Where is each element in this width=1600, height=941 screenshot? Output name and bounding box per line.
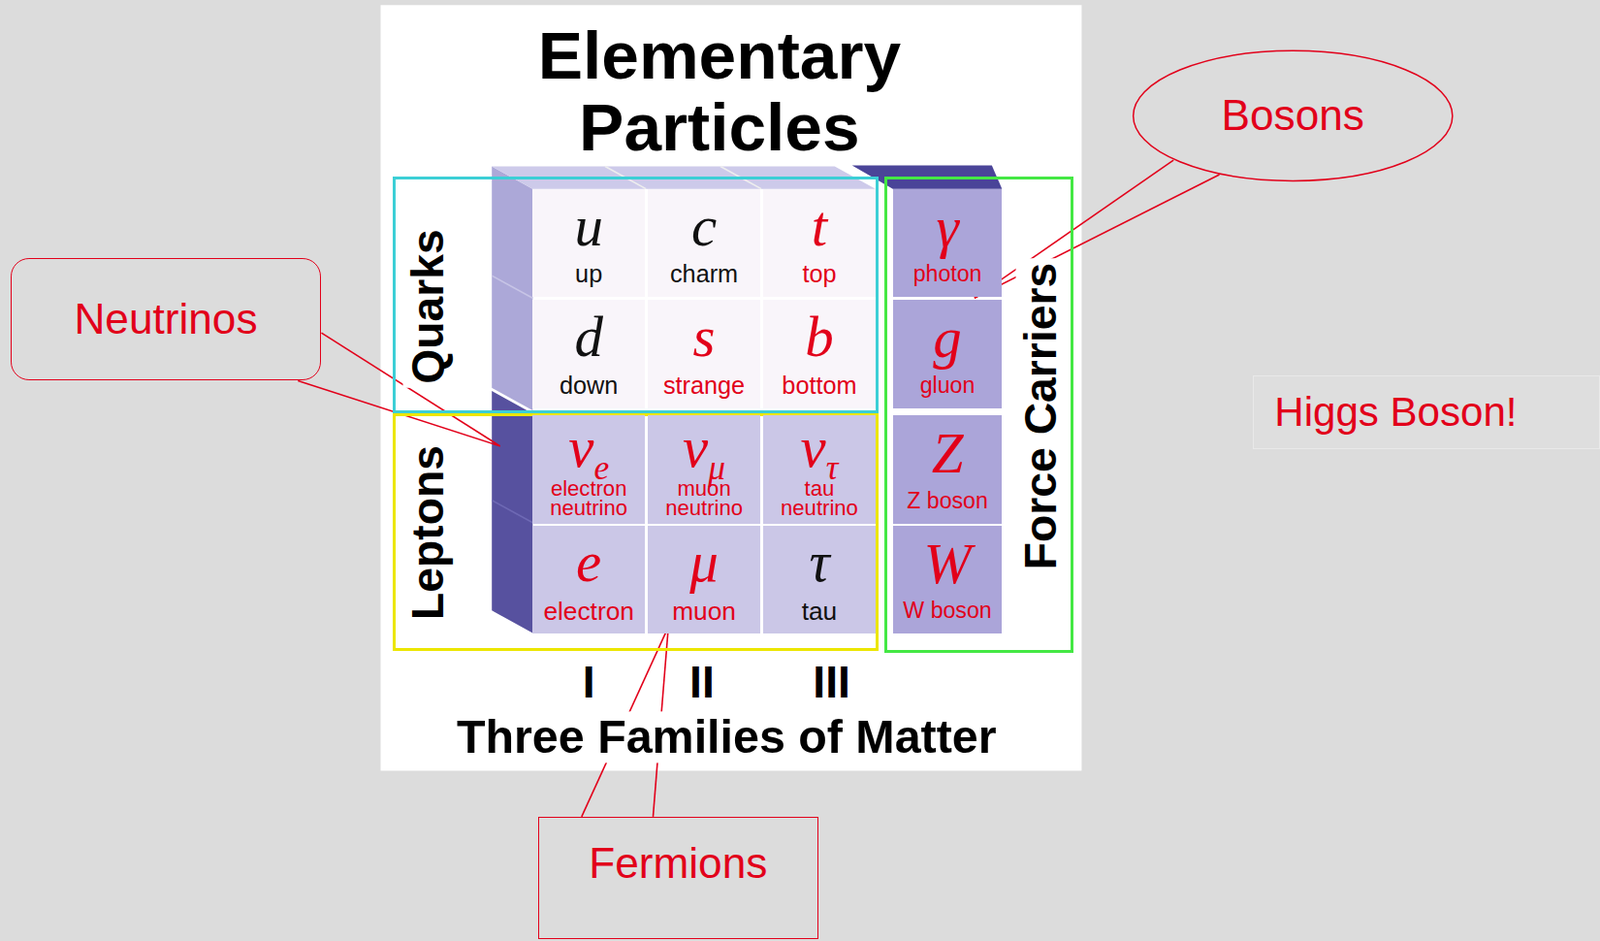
particle-cell: γ photon xyxy=(893,189,1003,298)
particle-cell: νeelectron neutrino xyxy=(532,415,645,524)
particle-cell: τ tau xyxy=(763,525,876,635)
cube-side-face xyxy=(491,166,533,411)
particle-symbol: τ xyxy=(808,535,830,590)
particle-cell: μ muon xyxy=(647,525,761,635)
group-label: Quarks xyxy=(402,224,452,388)
callout-tail xyxy=(974,174,1220,298)
particle-cell: ντtau neutrino xyxy=(763,415,876,524)
particle-symbol: c xyxy=(691,199,717,255)
particle-name: strange xyxy=(663,373,745,398)
particle-symbol: b xyxy=(804,310,833,365)
particle-symbol: ντ xyxy=(800,420,839,476)
particle-cell: Z Z boson xyxy=(893,415,1003,524)
symbol-base: ν xyxy=(682,415,708,480)
particle-cell: W W boson xyxy=(893,525,1003,635)
group-label: Force Carriers xyxy=(1016,258,1066,575)
force-carrier-group-box: Force Carriers γ photon g gluonZ Z bosonW W bo… xyxy=(884,176,1074,653)
callout-text: Bosons xyxy=(1221,92,1365,140)
particle-cell: s strange xyxy=(647,299,761,409)
axis-caption: Three Families of Matter xyxy=(452,710,1001,763)
note-box: Higgs Boson! xyxy=(1252,375,1600,449)
particle-cell: e electron xyxy=(532,525,645,635)
particle-name: tau xyxy=(801,598,838,624)
quark-group-box: Quarks u up c charm t top d down s strange b bottom xyxy=(392,176,879,414)
particle-symbol: u xyxy=(574,199,603,255)
cube-edge xyxy=(491,500,533,523)
note-text: Higgs Boson! xyxy=(1274,389,1517,435)
callout-text: Fermions xyxy=(588,839,768,888)
group-label: Leptons xyxy=(402,441,452,624)
particle-name: down xyxy=(559,373,618,398)
family-numeral: II xyxy=(685,656,719,706)
particle-cell: t top xyxy=(763,189,876,298)
particle-symbol: e xyxy=(576,535,602,590)
particle-name: W boson xyxy=(902,599,992,622)
particle-cell: u up xyxy=(532,189,645,298)
particle-name: muon xyxy=(672,598,736,624)
particle-symbol: d xyxy=(574,310,603,365)
particle-name: gluon xyxy=(920,374,976,397)
particle-name: top xyxy=(801,261,836,287)
particle-cell: g gluon xyxy=(893,299,1003,409)
particle-symbol: μ xyxy=(689,535,719,590)
lepton-group-box: Leptonsνeelectron neutrinoνμmuon neutrin… xyxy=(392,413,879,651)
callout-ellipse-outline xyxy=(1133,50,1453,181)
particle-name: up xyxy=(575,261,603,287)
particle-name: electron neutrino xyxy=(536,479,641,519)
particle-cell: b bottom xyxy=(763,299,876,409)
particle-name: photon xyxy=(913,262,983,286)
callout-box: Neutrinos xyxy=(10,257,322,381)
particle-symbol: Z xyxy=(931,426,964,481)
particle-name: muon neutrino xyxy=(651,479,757,519)
particle-symbol: W xyxy=(923,537,971,592)
particle-symbol: νe xyxy=(568,420,609,476)
particle-symbol: s xyxy=(693,310,716,365)
callout-ellipse: Bosons xyxy=(1131,49,1455,183)
page-panel xyxy=(381,4,1083,770)
particle-name: electron xyxy=(543,598,635,624)
symbol-base: ν xyxy=(568,415,594,480)
particle-cell: c charm xyxy=(647,189,761,298)
particle-symbol: νμ xyxy=(682,420,726,476)
callout-tail xyxy=(974,160,1174,298)
cube-side-face xyxy=(491,390,533,633)
particle-symbol: g xyxy=(932,311,961,366)
particle-name: bottom xyxy=(781,373,857,398)
cube-edge xyxy=(491,275,533,298)
callout-box: Fermions xyxy=(538,816,819,939)
particle-cell: d down xyxy=(532,299,645,409)
particle-symbol: t xyxy=(811,199,828,255)
family-numeral: III xyxy=(808,656,855,706)
family-numeral: I xyxy=(578,656,600,706)
symbol-base: ν xyxy=(800,415,827,480)
diagram-title: Elementary Particles xyxy=(484,20,955,163)
callout-text: Neutrinos xyxy=(73,295,257,344)
particle-name: Z boson xyxy=(906,489,989,512)
particle-symbol: γ xyxy=(935,200,959,256)
particle-cell: νμmuon neutrino xyxy=(647,415,761,524)
particle-name: charm xyxy=(670,261,738,287)
particle-name: tau neutrino xyxy=(767,479,872,519)
